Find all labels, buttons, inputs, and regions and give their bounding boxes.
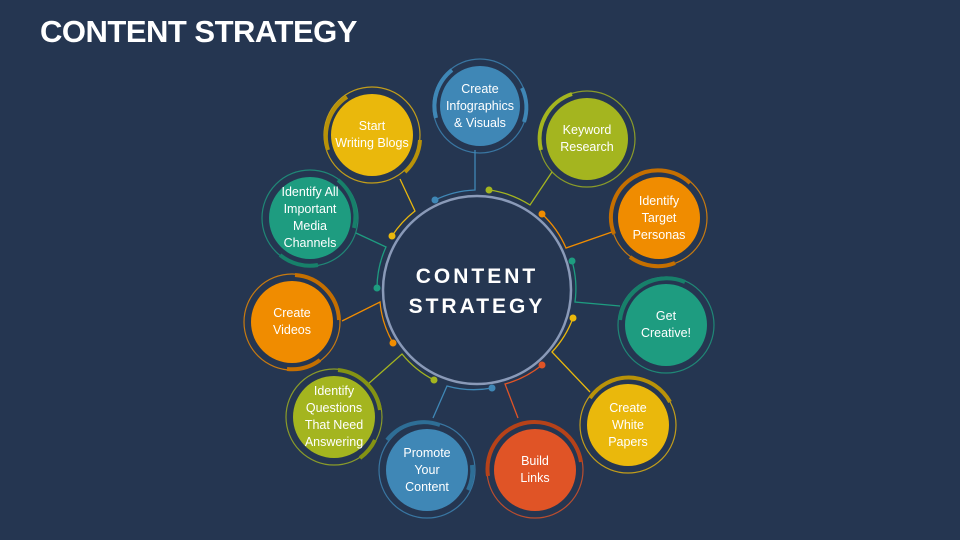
page-title: CONTENT STRATEGY [40, 14, 357, 49]
center-title: CONTENT STRATEGY [382, 262, 572, 322]
center-title-line1: CONTENT [415, 265, 539, 288]
center-ring [381, 194, 573, 386]
center-title-line2: STRATEGY [408, 295, 546, 318]
